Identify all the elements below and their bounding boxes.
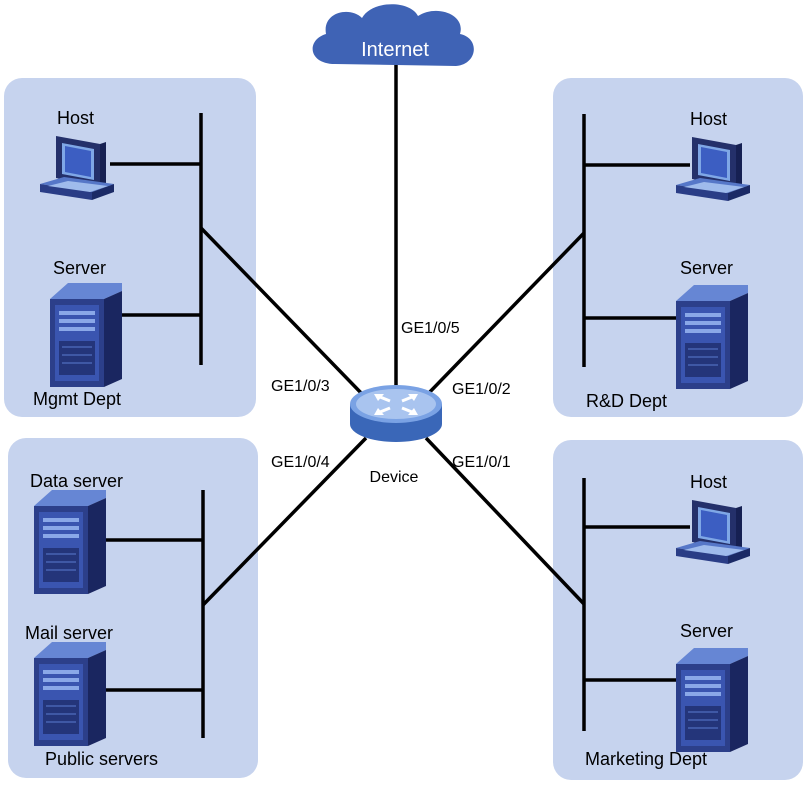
port-ge1-0-4-label: GE1/0/4 bbox=[271, 454, 330, 471]
tower-server-icon bbox=[33, 489, 107, 595]
marketing-host-label: Host bbox=[690, 472, 727, 492]
tower-server-icon bbox=[49, 282, 123, 388]
mgmt-host-label: Host bbox=[57, 108, 94, 128]
public-servers-label: Public servers bbox=[45, 749, 158, 769]
link-ge1-0-3 bbox=[199, 226, 368, 400]
tower-server-icon bbox=[33, 641, 107, 747]
switch-icon bbox=[350, 385, 442, 442]
link-ge1-0-4 bbox=[201, 436, 368, 607]
port-ge1-0-5-label: GE1/0/5 bbox=[401, 320, 460, 337]
link-ge1-0-2 bbox=[422, 231, 586, 400]
rd-dept-label: R&D Dept bbox=[586, 391, 667, 411]
cloud-icon bbox=[312, 4, 474, 66]
internet-label: Internet bbox=[361, 39, 429, 61]
data-server-label: Data server bbox=[30, 471, 123, 491]
tower-server-icon bbox=[675, 284, 749, 390]
mgmt-dept-label: Mgmt Dept bbox=[33, 389, 121, 409]
marketing-server-label: Server bbox=[680, 621, 733, 641]
rd-server-label: Server bbox=[680, 258, 733, 278]
tower-server-icon bbox=[675, 647, 749, 753]
link-ge1-0-1 bbox=[424, 436, 586, 606]
port-ge1-0-2-label: GE1/0/2 bbox=[452, 381, 511, 398]
mail-server-label: Mail server bbox=[25, 623, 113, 643]
mgmt-server-label: Server bbox=[53, 258, 106, 278]
rd-host-label: Host bbox=[690, 109, 727, 129]
port-ge1-0-3-label: GE1/0/3 bbox=[271, 378, 330, 395]
device-label: Device bbox=[370, 469, 419, 486]
port-ge1-0-1-label: GE1/0/1 bbox=[452, 454, 511, 471]
marketing-dept-label: Marketing Dept bbox=[585, 749, 707, 769]
